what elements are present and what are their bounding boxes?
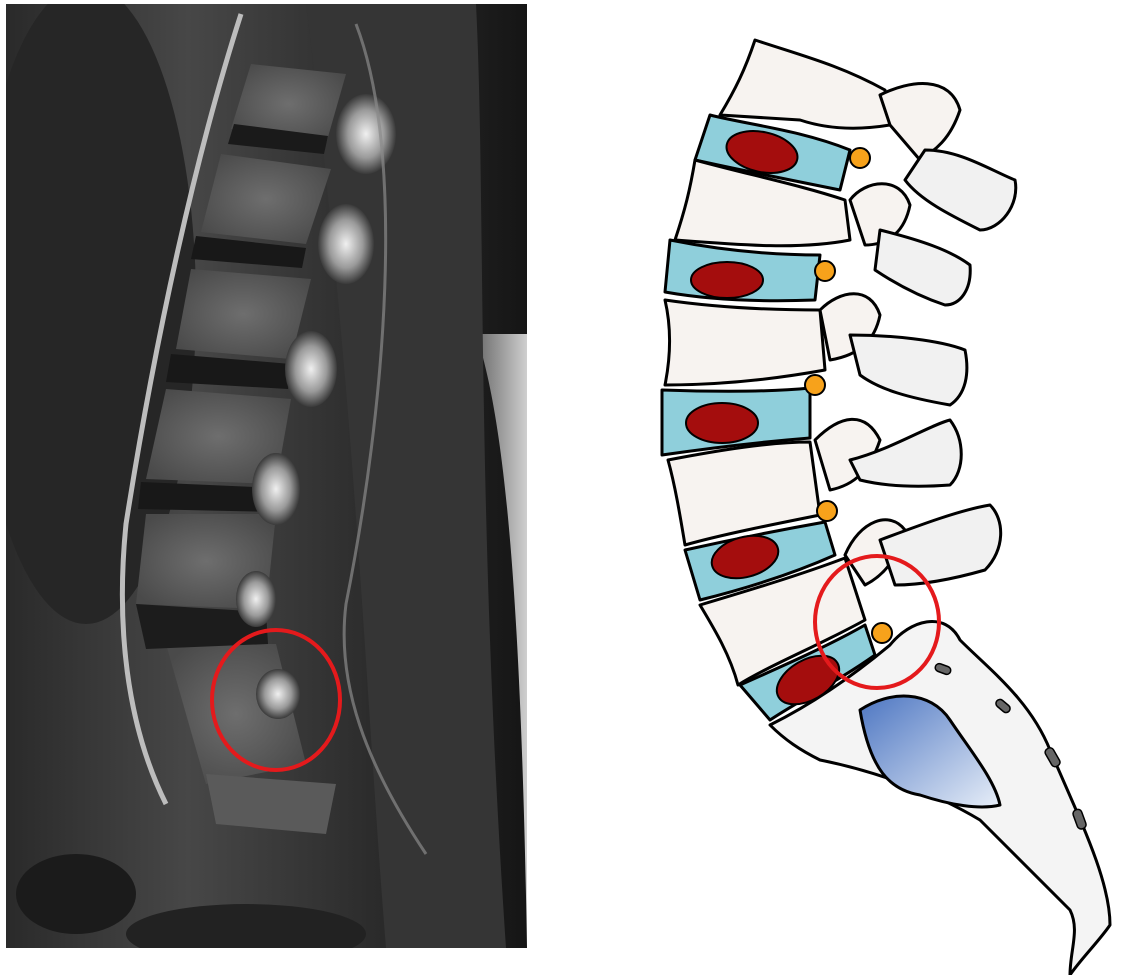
mri-svg	[6, 4, 527, 948]
mri-facet-3	[285, 331, 337, 407]
facet-marker-3	[805, 375, 825, 395]
facet-marker-5	[872, 623, 892, 643]
vertebra-l5-spinous	[880, 505, 1001, 585]
mri-facet-2	[318, 204, 374, 284]
vertebra-l1-process	[880, 84, 960, 160]
vertebra-l1-spinous	[905, 150, 1016, 230]
disc-3-nucleus	[686, 403, 758, 443]
facet-marker-1	[850, 148, 870, 168]
vertebra-l3-spinous	[850, 335, 967, 405]
mri-facet-5	[236, 571, 276, 627]
mri-image	[6, 4, 527, 948]
mri-facet-6	[256, 669, 300, 719]
mri-facet-1	[336, 94, 396, 174]
mri-facet-4	[252, 453, 300, 525]
facet-marker-4	[817, 501, 837, 521]
facet-marker-2	[815, 261, 835, 281]
vertebra-l1-body	[720, 40, 890, 128]
vertebra-l2-spinous	[875, 230, 970, 305]
spine-illustration	[650, 30, 1120, 975]
vertebra-l3-body	[665, 300, 825, 385]
disc-2-nucleus	[691, 262, 763, 298]
mri-pelvis-dark-1	[16, 854, 136, 934]
illustration-svg	[650, 30, 1120, 975]
